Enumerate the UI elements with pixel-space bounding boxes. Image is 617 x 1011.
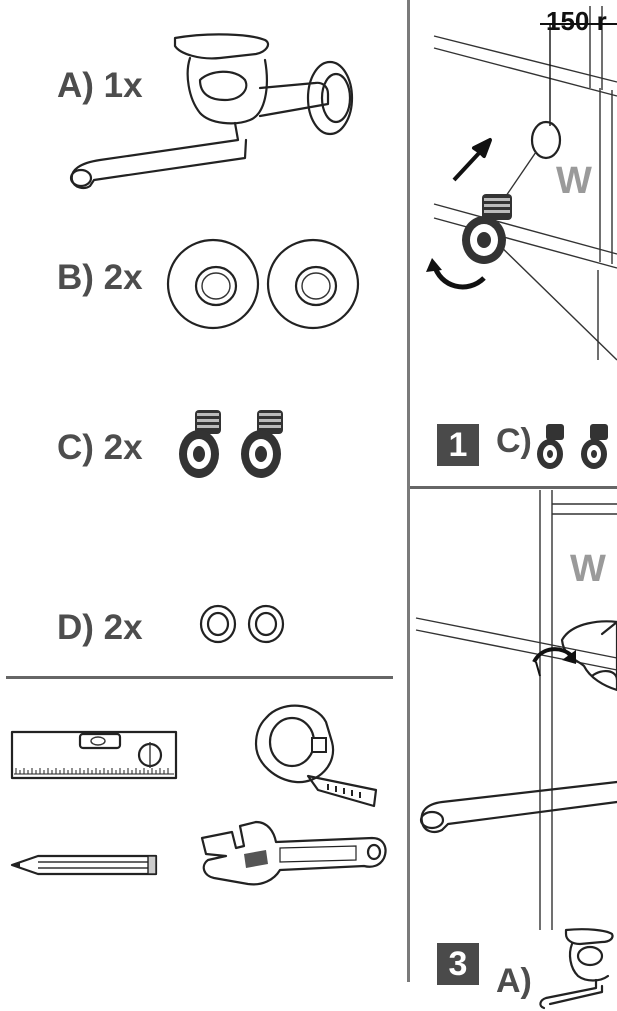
faucet-mounting-illustration bbox=[415, 490, 617, 930]
eccentric-fitting-icon bbox=[179, 410, 283, 478]
wall-marker-bottom: W bbox=[570, 548, 606, 590]
spirit-level-icon bbox=[10, 730, 178, 780]
dimension-label: 150 r bbox=[546, 6, 607, 36]
step-3-faucet-icon bbox=[539, 928, 614, 1010]
step-3-badge: 3 bbox=[437, 943, 479, 985]
step-3-part: A) bbox=[496, 962, 532, 1000]
step-1-badge: 1 bbox=[437, 424, 479, 466]
wall-marker-top: W bbox=[556, 160, 592, 202]
washer-icon bbox=[199, 604, 285, 644]
parts-tools-divider bbox=[6, 676, 393, 679]
tape-measure-icon bbox=[254, 704, 378, 808]
part-b-label: B) 2x bbox=[57, 258, 143, 297]
pencil-icon bbox=[10, 854, 158, 876]
steps-divider bbox=[410, 486, 617, 489]
step-1-fitting-icon bbox=[537, 424, 608, 469]
faucet-icon bbox=[69, 33, 354, 190]
panel-separator bbox=[407, 0, 410, 982]
part-c-label: C) 2x bbox=[57, 428, 143, 467]
adjustable-wrench-icon bbox=[200, 820, 387, 886]
rosette-icon bbox=[166, 238, 360, 330]
part-d-label: D) 2x bbox=[57, 608, 143, 647]
wall-installation-illustration bbox=[426, 6, 617, 361]
step-1-part: C) bbox=[496, 422, 532, 460]
part-a-label: A) 1x bbox=[57, 66, 143, 105]
